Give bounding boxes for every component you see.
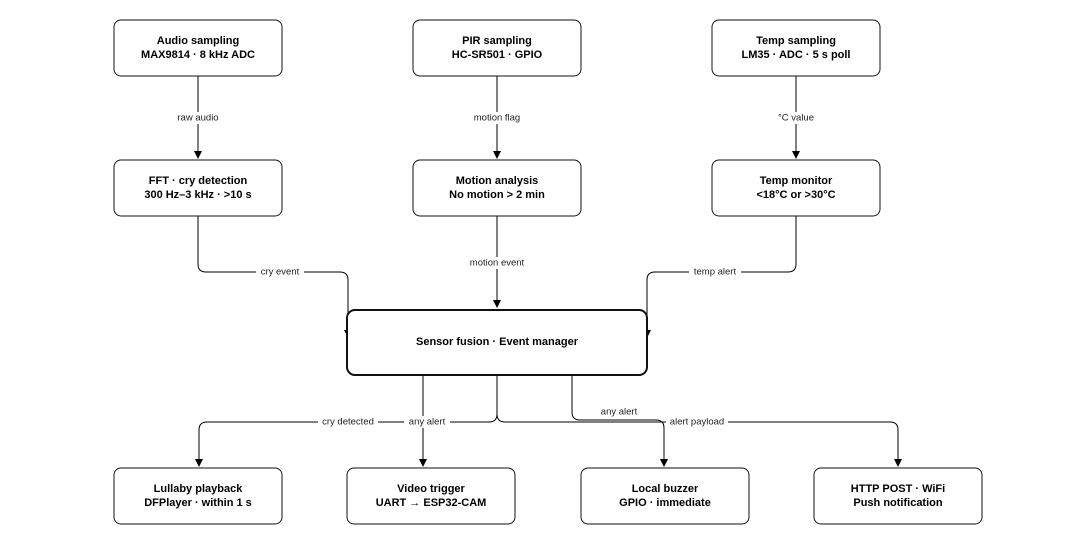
node-temp-sampling: Temp sampling LM35 · ADC · 5 s poll (711, 19, 881, 77)
node-pir-sampling: PIR sampling HC-SR501 · GPIO (412, 19, 582, 77)
node-pir-sampling-detail: HC-SR501 · GPIO (452, 49, 543, 61)
node-lullaby-playback: Lullaby playback DFPlayer · within 1 s (113, 467, 283, 525)
node-audio-sampling-detail: MAX9814 · 8 kHz ADC (141, 49, 255, 61)
node-video-trigger-detail: UART → ESP32-CAM (376, 497, 487, 509)
edge-labels: raw audio motion flag °C value cry event… (172, 112, 819, 428)
node-pir-sampling-title: PIR sampling (462, 35, 532, 47)
node-http-post-title: HTTP POST · WiFi (851, 483, 945, 495)
node-http-post-detail: Push notification (853, 497, 943, 509)
node-motion-analysis-title: Motion analysis (456, 175, 539, 187)
node-temp-monitor-detail: <18°C or >30°C (756, 189, 835, 201)
node-lullaby-detail: DFPlayer · within 1 s (144, 497, 252, 509)
edge-any-alert-buzzer (571, 376, 668, 467)
node-http-post: HTTP POST · WiFi Push notification (813, 467, 983, 525)
node-lullaby-title: Lullaby playback (154, 483, 244, 495)
node-motion-analysis: Motion analysis No motion > 2 min (412, 159, 582, 217)
node-audio-sampling-title: Audio sampling (157, 35, 240, 47)
edge-label-alert-payload: alert payload (670, 417, 724, 428)
node-fft-cry-detection: FFT · cry detection 300 Hz–3 kHz · >10 s (113, 159, 283, 217)
node-fft-cry-title: FFT · cry detection (149, 175, 248, 187)
edge-label-raw-audio: raw audio (177, 113, 218, 124)
edge-label-celsius-value: °C value (778, 113, 814, 124)
node-video-trigger: Video trigger UART → ESP32-CAM (346, 467, 516, 525)
node-audio-sampling: Audio sampling MAX9814 · 8 kHz ADC (113, 19, 283, 77)
node-buzzer-title: Local buzzer (632, 483, 699, 495)
node-motion-analysis-detail: No motion > 2 min (449, 189, 545, 201)
node-video-trigger-title: Video trigger (397, 483, 465, 495)
node-sensor-fusion-title: Sensor fusion · Event manager (416, 336, 579, 348)
edge-label-cry-event: cry event (261, 267, 300, 278)
node-temp-monitor: Temp monitor <18°C or >30°C (711, 159, 881, 217)
edge-label-any-alert-buzzer: any alert (601, 407, 638, 418)
edge-label-motion-flag: motion flag (474, 113, 520, 124)
node-temp-monitor-title: Temp monitor (760, 175, 833, 187)
node-sensor-fusion: Sensor fusion · Event manager (346, 309, 648, 376)
edge-label-cry-detected: cry detected (322, 417, 374, 428)
node-temp-sampling-title: Temp sampling (756, 35, 836, 47)
node-buzzer-detail: GPIO · immediate (619, 497, 711, 509)
edge-label-motion-event: motion event (470, 258, 525, 269)
node-local-buzzer: Local buzzer GPIO · immediate (580, 467, 750, 525)
edge-label-temp-alert: temp alert (694, 267, 737, 278)
edge-label-any-alert-video: any alert (409, 417, 446, 428)
node-temp-sampling-detail: LM35 · ADC · 5 s poll (742, 49, 851, 61)
node-fft-cry-detail: 300 Hz–3 kHz · >10 s (144, 189, 251, 201)
